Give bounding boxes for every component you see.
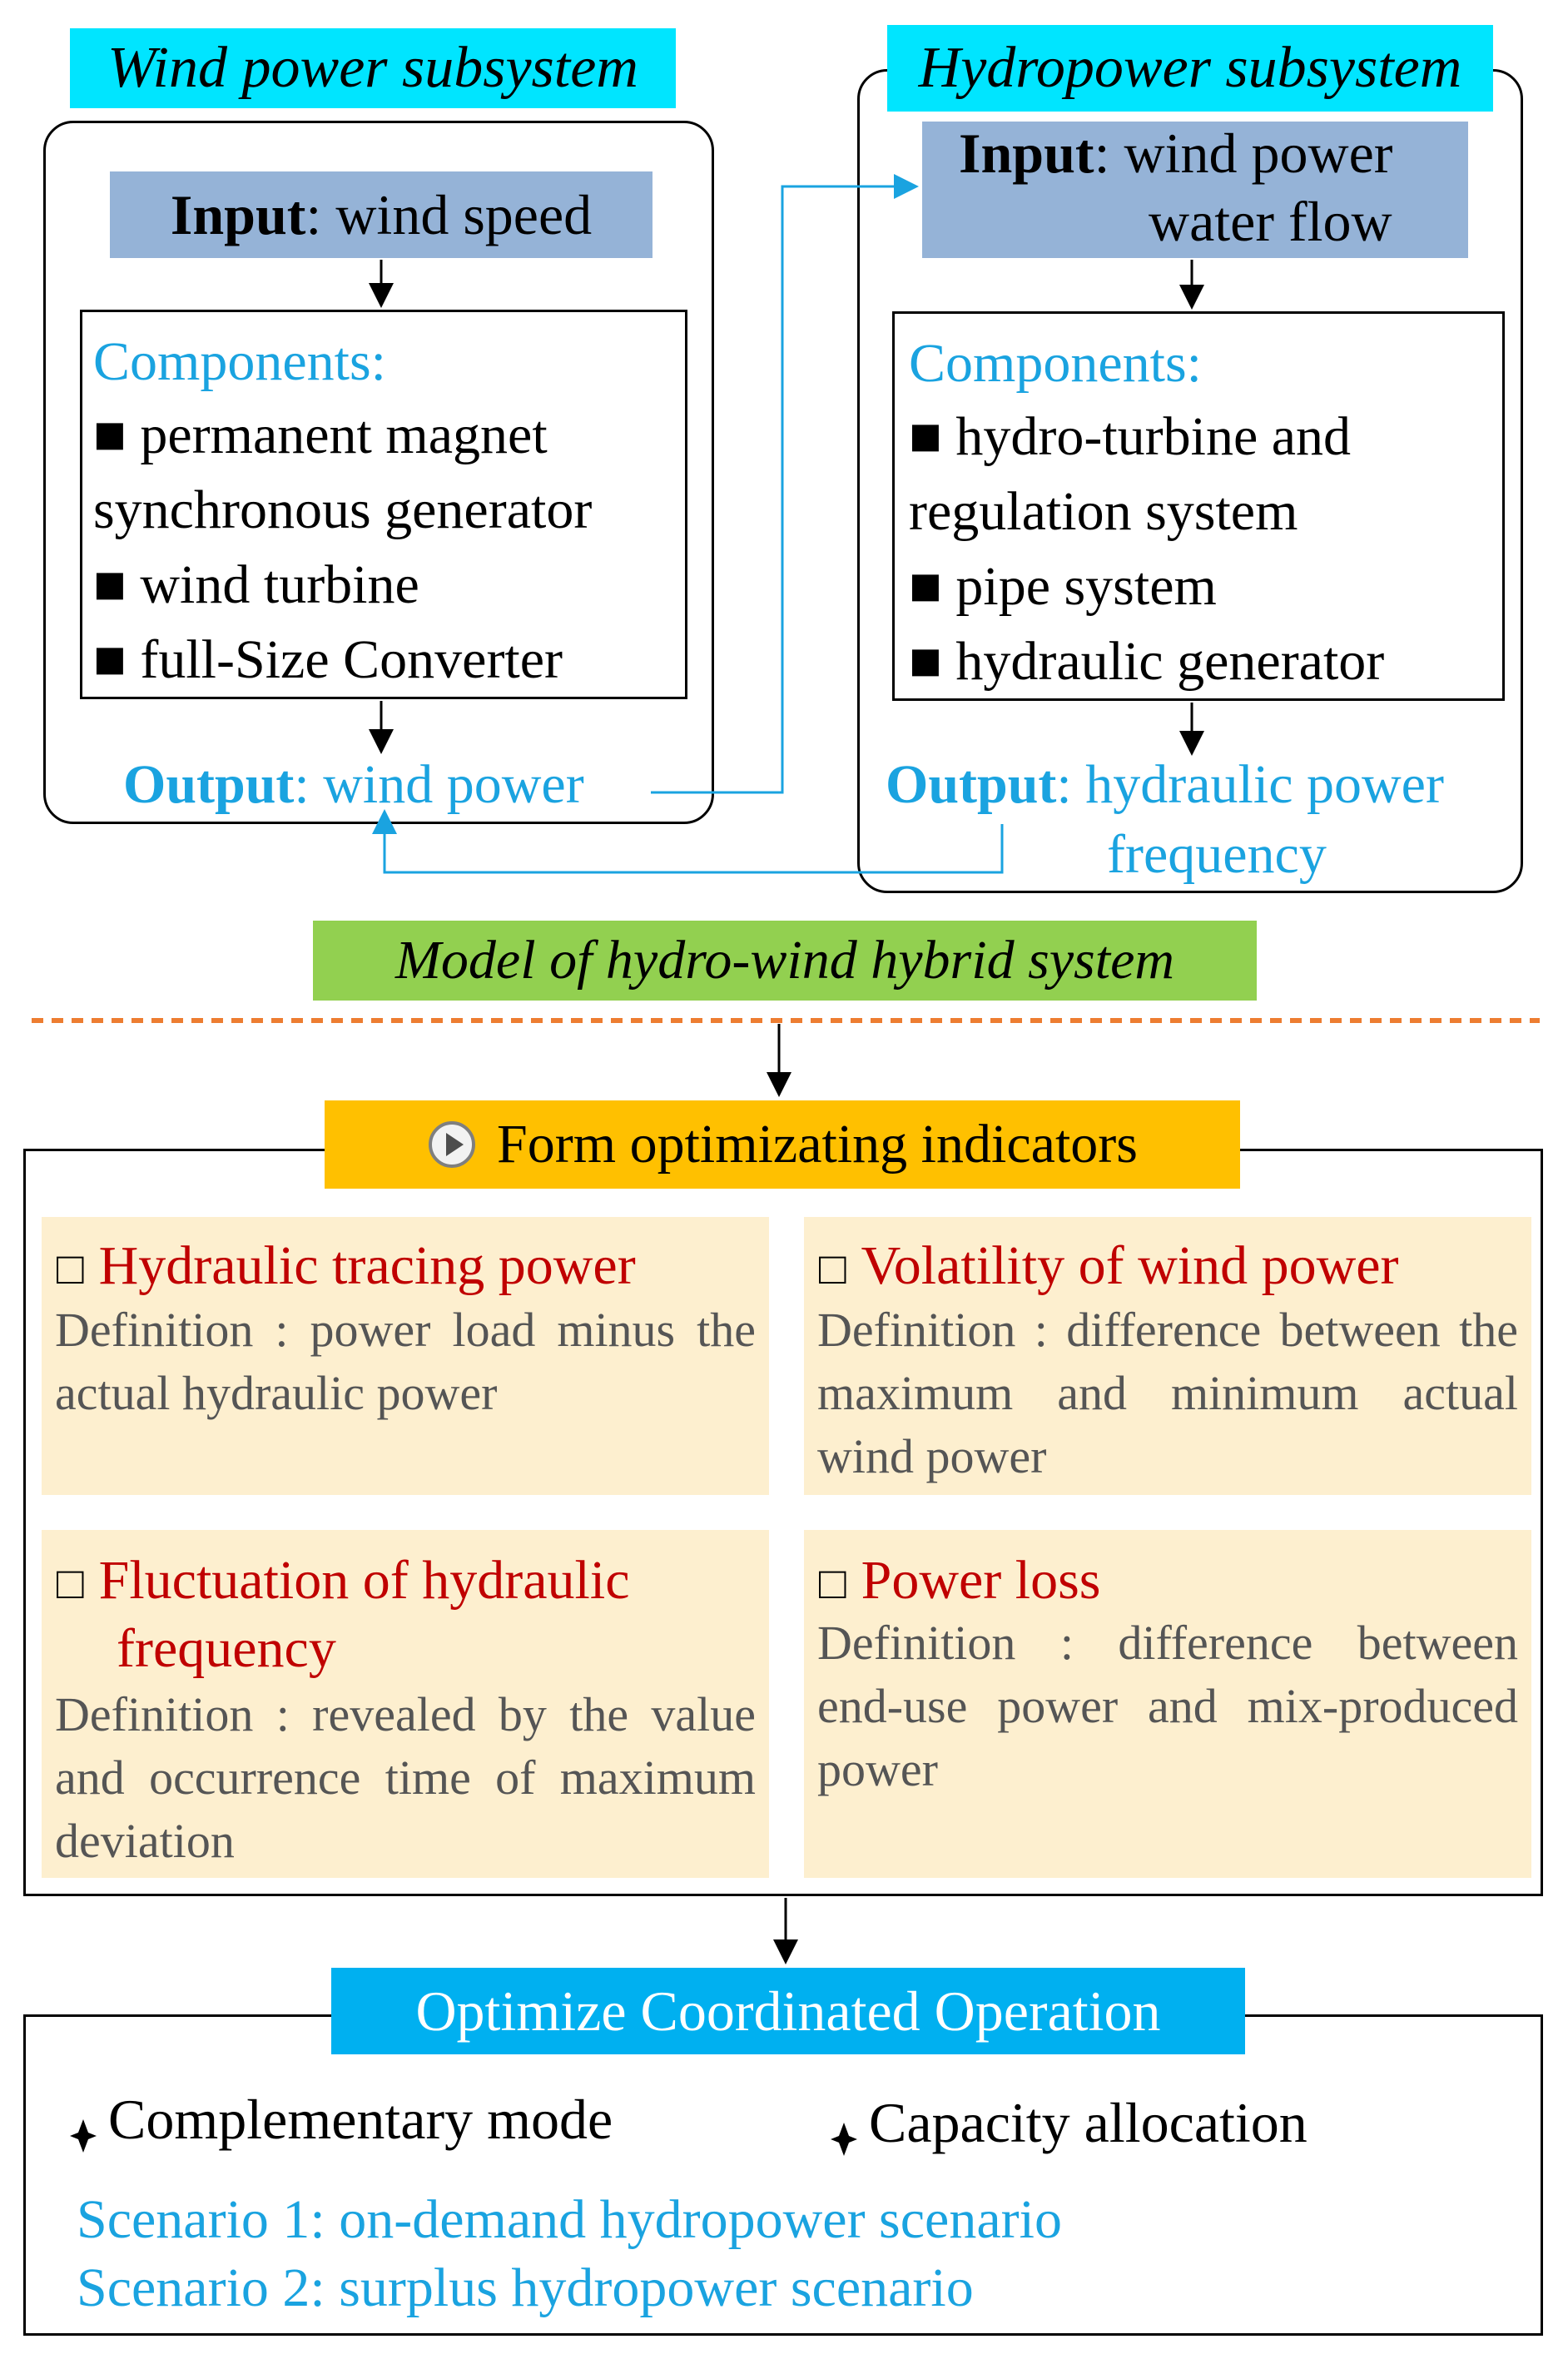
diamond-star-icon <box>68 2107 98 2153</box>
indicator-title: □Volatility of wind power <box>819 1235 1399 1296</box>
indicator-definition: Definition : difference between the maxi… <box>817 1303 1518 1483</box>
wind-output-label: Output: wind power <box>123 754 584 815</box>
hydro-input-box <box>922 122 1468 258</box>
indicator-card <box>804 1217 1531 1495</box>
wind-subsystem-title: Wind power subsystem <box>70 28 676 108</box>
hydro-output-line-1: Output: hydraulic power <box>886 754 1444 815</box>
wind-component-item: ■ permanent magnet <box>93 405 548 465</box>
wind-component-item: synchronous generator <box>93 479 593 540</box>
hydro-component-item: regulation system <box>909 481 1298 542</box>
play-circle-icon <box>427 1120 477 1170</box>
scenario-1: Scenario 1: on-demand hydropower scenari… <box>77 2189 1062 2250</box>
hydro-input-line-2: water flow <box>1149 190 1392 253</box>
hydro-component-item: ■ hydraulic generator <box>909 631 1385 692</box>
checkbox-icon: □ <box>57 1558 84 1608</box>
indicator-card <box>42 1530 769 1878</box>
indicator-definition: Definition : revealed by the value and o… <box>55 1687 756 1868</box>
indicator-card <box>42 1217 769 1495</box>
optimize-item-capacity: Capacity allocation <box>829 2094 1307 2157</box>
wind-input-box: Input: wind speed <box>110 171 653 258</box>
indicator-title: □Hydraulic tracing power <box>57 1235 636 1296</box>
indicator-title: □Power loss <box>819 1550 1101 1611</box>
indicators-header: Form optimizating indicators <box>325 1100 1240 1189</box>
wind-component-item: ■ full-Size Converter <box>93 629 563 690</box>
indicator-card <box>804 1530 1531 1878</box>
checkbox-icon: □ <box>57 1244 84 1294</box>
indicator-definition: Definition : difference between end-use … <box>817 1616 1518 1796</box>
hydro-subsystem-title: Hydropower subsystem <box>887 25 1493 112</box>
hydro-components-title: Components: <box>909 333 1203 394</box>
model-label: Model of hydro-wind hybrid system <box>313 921 1257 1001</box>
checkbox-icon: □ <box>819 1244 846 1294</box>
checkbox-icon: □ <box>819 1558 846 1608</box>
wind-component-item: ■ wind turbine <box>93 554 419 615</box>
optimize-item-complementary: Complementary mode <box>68 2091 613 2153</box>
optimize-header: Optimize Coordinated Operation <box>331 1968 1245 2054</box>
diamond-star-icon <box>829 2110 859 2157</box>
scenario-2: Scenario 2: surplus hydropower scenario <box>77 2257 974 2318</box>
hydro-component-item: ■ hydro-turbine and <box>909 406 1352 467</box>
wind-components-title: Components: <box>93 331 387 392</box>
indicator-title-continued: frequency <box>117 1618 336 1679</box>
indicator-definition: Definition : power load minus the actual… <box>55 1303 756 1420</box>
hydro-input-line-1: Input: wind power <box>959 122 1393 185</box>
hydro-output-line-2: frequency <box>1107 824 1327 885</box>
hydro-component-item: ■ pipe system <box>909 556 1217 617</box>
indicator-title: □Fluctuation of hydraulic <box>57 1550 630 1611</box>
